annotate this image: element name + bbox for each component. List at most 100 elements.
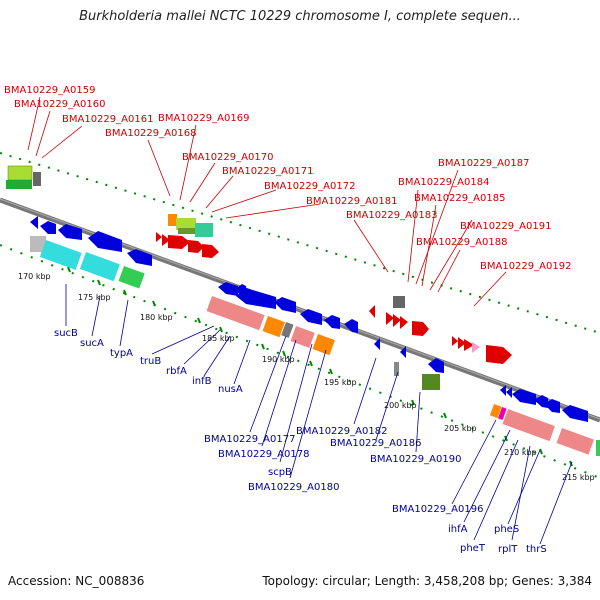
gene-feature[interactable] — [393, 296, 405, 308]
gene-label-top[interactable]: BMA10229_A0192 — [480, 261, 571, 272]
gene-feature[interactable] — [596, 440, 600, 456]
gene-arrow[interactable] — [162, 234, 170, 246]
gene-label-top[interactable]: BMA10229_A0171 — [222, 166, 313, 177]
gene-label-bottom[interactable]: BMA10229_A0182 — [296, 426, 387, 437]
gene-arrow[interactable] — [500, 385, 506, 396]
gene-arrow[interactable] — [506, 387, 512, 398]
gene-arrow[interactable] — [452, 336, 458, 346]
gene-feature[interactable] — [168, 214, 177, 226]
gene-arrow[interactable] — [458, 337, 466, 349]
gene-feature[interactable] — [195, 223, 213, 237]
gene-feature[interactable] — [290, 326, 315, 348]
gene-arrow[interactable] — [464, 339, 474, 351]
gene-feature[interactable] — [497, 407, 507, 420]
gene-arrow[interactable] — [386, 312, 394, 325]
gene-arrow[interactable] — [428, 358, 444, 373]
gene-feature[interactable] — [33, 172, 41, 186]
gene-label-bottom[interactable]: pheS — [494, 524, 519, 535]
gene-arrow[interactable] — [127, 249, 152, 266]
gene-label-top[interactable]: BMA10229_A0191 — [460, 221, 551, 232]
gene-arrow[interactable] — [218, 282, 238, 296]
gene-feature[interactable] — [39, 239, 82, 270]
gene-arrow[interactable] — [544, 399, 560, 413]
gene-arrow[interactable] — [324, 315, 340, 329]
gene-label-bottom[interactable]: BMA10229_A0190 — [370, 454, 461, 465]
gene-feature[interactable] — [6, 180, 32, 189]
gene-label-bottom[interactable]: BMA10229_A0186 — [330, 438, 421, 449]
gene-label-bottom[interactable]: BMA10229_A0177 — [204, 434, 295, 445]
gene-label-bottom[interactable]: BMA10229_A0180 — [248, 482, 339, 493]
scale-label: 205 kbp — [444, 424, 477, 433]
gene-label-bottom[interactable]: scpB — [268, 467, 292, 478]
gene-arrow[interactable] — [202, 244, 219, 258]
gene-feature[interactable] — [79, 252, 120, 282]
gene-feature[interactable] — [118, 266, 145, 289]
gene-label-bottom[interactable]: sucA — [80, 338, 104, 349]
gene-label-top[interactable]: BMA10229_A0185 — [414, 193, 505, 204]
gene-arrow[interactable] — [374, 338, 380, 350]
gene-label-bottom[interactable]: thrS — [526, 544, 547, 555]
gene-arrow[interactable] — [236, 288, 276, 309]
gene-arrow[interactable] — [393, 314, 401, 327]
gene-label-bottom[interactable]: rplT — [498, 544, 518, 555]
gene-feature[interactable] — [7, 165, 33, 181]
gene-label-bottom[interactable]: ihfA — [448, 524, 468, 535]
gene-feature[interactable] — [312, 334, 335, 356]
gene-label-bottom[interactable]: nusA — [218, 384, 243, 395]
gene-arrow[interactable] — [58, 224, 82, 240]
gene-arrow[interactable] — [562, 405, 588, 422]
gene-feature[interactable] — [556, 428, 594, 455]
gene-label-bottom[interactable]: BMA10229_A0196 — [392, 504, 483, 515]
gene-label-top[interactable]: BMA10229_A0187 — [438, 158, 529, 169]
gene-feature[interactable] — [262, 316, 285, 338]
gene-feature[interactable] — [178, 228, 196, 234]
gene-label-bottom[interactable]: rbfA — [166, 366, 187, 377]
gene-label-top[interactable]: BMA10229_A0169 — [158, 113, 249, 124]
gene-label-top[interactable]: BMA10229_A0172 — [264, 181, 355, 192]
gene-label-top[interactable]: BMA10229_A0159 — [4, 85, 95, 96]
gene-feature[interactable] — [281, 321, 294, 338]
gene-label-top[interactable]: BMA10229_A0168 — [105, 128, 196, 139]
gene-label-top[interactable]: BMA10229_A0181 — [306, 196, 397, 207]
gene-arrow[interactable] — [274, 297, 296, 313]
gene-arrow[interactable] — [156, 232, 162, 242]
gene-arrow[interactable] — [512, 389, 536, 405]
gene-arrow[interactable] — [534, 395, 548, 408]
gene-feature[interactable] — [30, 236, 46, 252]
gene-arrow[interactable] — [400, 316, 408, 329]
gene-arrow[interactable] — [412, 321, 429, 336]
gene-feature[interactable] — [176, 218, 196, 230]
gene-label-bottom[interactable]: pheT — [460, 543, 486, 554]
gene-label-bottom[interactable]: truB — [140, 356, 161, 367]
reverse-genes[interactable] — [30, 216, 600, 456]
gene-label-top[interactable]: BMA10229_A0184 — [398, 177, 489, 188]
gene-arrow[interactable] — [400, 346, 406, 358]
gene-feature[interactable] — [502, 408, 555, 442]
gene-feature[interactable] — [489, 404, 502, 419]
forward-genes[interactable] — [6, 165, 512, 364]
gene-arrow[interactable] — [486, 345, 512, 364]
gene-label-top[interactable]: BMA10229_A0188 — [416, 237, 507, 248]
gene-arrow[interactable] — [168, 235, 190, 249]
scale-label: 185 kbp — [202, 334, 235, 343]
gene-arrow[interactable] — [369, 305, 375, 318]
gene-arrow[interactable] — [40, 221, 56, 234]
gene-arrow[interactable] — [88, 231, 122, 252]
gene-arrow[interactable] — [30, 216, 38, 229]
gene-label-top[interactable]: BMA10229_A0161 — [62, 114, 153, 125]
gene-feature[interactable] — [422, 374, 440, 390]
gene-label-bottom[interactable]: BMA10229_A0178 — [218, 449, 309, 460]
gene-arrow[interactable] — [300, 309, 322, 325]
gene-feature[interactable] — [206, 296, 265, 331]
gene-label-top[interactable]: BMA10229_A0183 — [346, 210, 437, 221]
gene-arrow[interactable] — [188, 240, 204, 253]
gene-arrow[interactable] — [472, 342, 480, 353]
gene-feature[interactable] — [394, 362, 399, 376]
gene-label-bottom[interactable]: typA — [110, 348, 133, 359]
gene-label-top[interactable]: BMA10229_A0170 — [182, 152, 273, 163]
gene-label-top[interactable]: BMA10229_A0160 — [14, 99, 105, 110]
gene-label-bottom[interactable]: sucB — [54, 328, 78, 339]
gene-arrow[interactable] — [344, 319, 358, 333]
gene-label-bottom[interactable]: infB — [192, 376, 212, 387]
